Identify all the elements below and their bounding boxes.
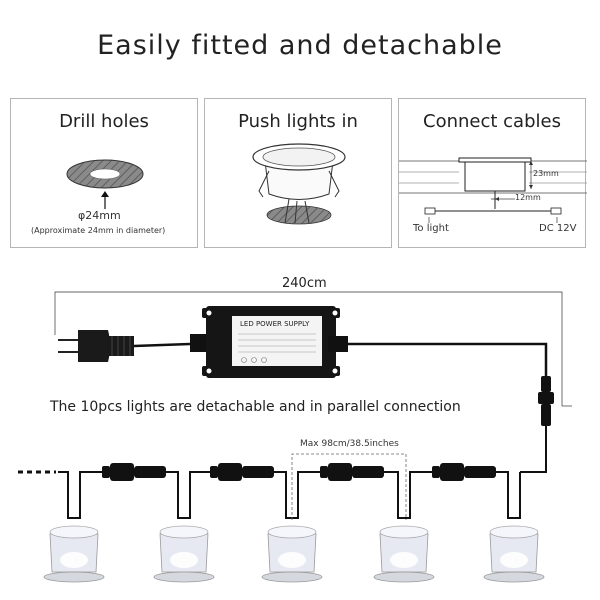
step-push-lights-panel: Push lights in [204, 98, 392, 248]
depth-label: 23mm [533, 169, 559, 178]
step-title: Push lights in [238, 111, 358, 132]
cable-length-label: 240cm [282, 276, 327, 291]
step-title: Connect cables [423, 111, 561, 132]
step-drill-holes-panel: Drill holes φ24mm (Approximate 24mm in d… [10, 98, 198, 248]
led-light-icon [373, 525, 435, 583]
step-connect-cables-panel: Connect cables 23mm 12mm To light DC 12V [398, 98, 587, 248]
headline: Easily fitted and detachable [97, 30, 503, 61]
led-light-icon [43, 525, 105, 583]
plug-icon [78, 330, 110, 362]
led-light-icon [483, 525, 545, 583]
diameter-note: (Approximate 24mm in diameter) [31, 226, 166, 235]
width-label: 12mm [515, 193, 541, 202]
led-light-icon [153, 525, 215, 583]
led-light-icon [261, 525, 323, 583]
diameter-label: φ24mm [78, 209, 121, 222]
wiring-description: The 10pcs lights are detachable and in p… [50, 399, 461, 415]
cable-connection-illustration [399, 157, 587, 223]
spacing-label: Max 98cm/38.5inches [300, 439, 399, 449]
psu-label: LED POWER SUPPLY [240, 320, 310, 328]
dc-label: DC 12V [539, 223, 577, 234]
drill-hole-illustration [66, 159, 144, 209]
step-title: Drill holes [59, 111, 149, 132]
light-insert-illustration [252, 143, 346, 225]
to-light-label: To light [413, 223, 449, 234]
